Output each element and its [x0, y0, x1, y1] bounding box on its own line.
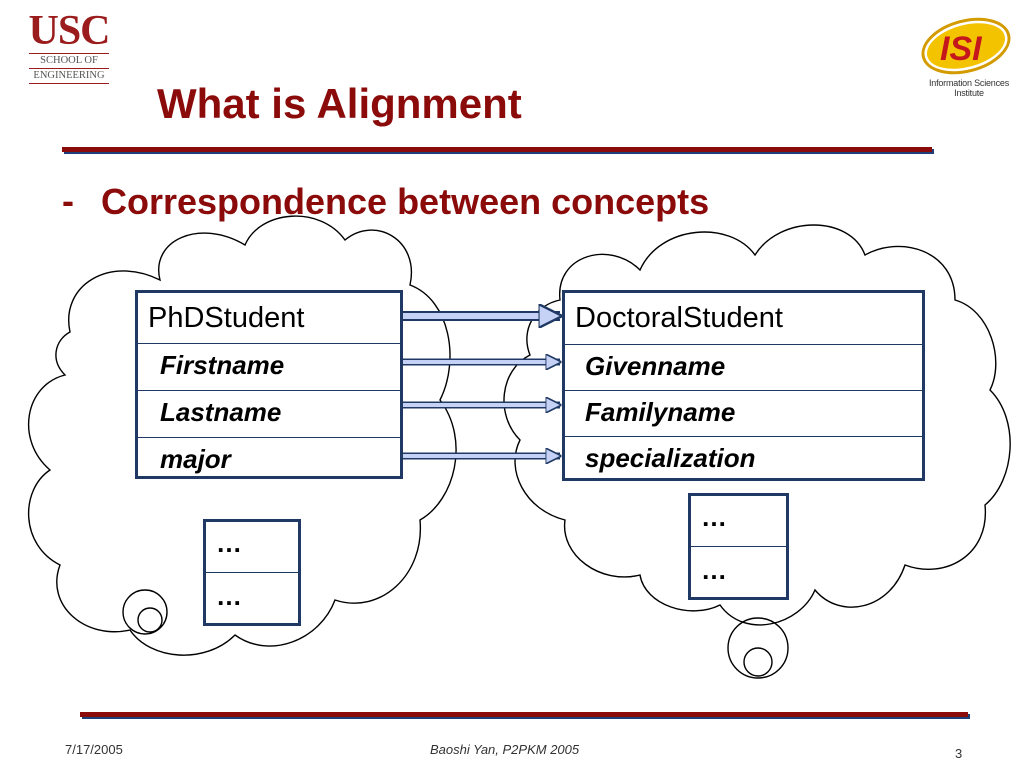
bullet-marker: -	[62, 180, 74, 221]
ellipsis-text: …	[701, 555, 727, 585]
usc-logo-line2: ENGINEERING	[33, 70, 105, 81]
attribute-row: major	[138, 437, 400, 484]
attribute-label: Firstname	[160, 350, 285, 380]
usc-logo-rule	[29, 68, 109, 69]
ellipsis-text: …	[216, 581, 242, 611]
attribute-row: Givenname	[565, 344, 922, 390]
attribute-row: specialization	[565, 436, 922, 482]
table-header-row: PhDStudent	[138, 293, 400, 343]
attribute-label: Givenname	[585, 351, 726, 381]
doctoralstudent-table: DoctoralStudent Givenname Familyname spe…	[562, 290, 925, 481]
attribute-label: specialization	[585, 443, 756, 473]
usc-logo-wordmark: USC	[28, 8, 110, 54]
alignment-arrows	[378, 316, 560, 456]
attribute-label: Lastname	[160, 397, 282, 427]
phdstudent-table: PhDStudent Firstname Lastname major	[135, 290, 403, 479]
slide-title: What is Alignment	[157, 80, 522, 127]
left-more-concepts-box: … …	[203, 519, 301, 626]
ellipsis-row: …	[691, 546, 786, 596]
bullet-text: Correspondence between concepts	[101, 181, 710, 222]
ellipsis-row: …	[206, 522, 298, 572]
ellipsis-text: …	[701, 502, 727, 532]
isi-logo-emblem: ISI	[921, 17, 1011, 75]
footer-divider	[80, 712, 968, 717]
title-divider	[62, 147, 932, 152]
attribute-label: major	[160, 444, 231, 474]
class-name: PhDStudent	[148, 302, 305, 334]
isi-logo-name: Information Sciences Institute	[928, 78, 1010, 98]
ellipsis-text: …	[216, 528, 242, 558]
left-cloud	[27, 215, 457, 656]
usc-logo: USC SCHOOL OF ENGINEERING	[27, 10, 111, 94]
footer-author: Baoshi Yan, P2PKM 2005	[430, 742, 580, 757]
usc-logo-line1: SCHOOL OF	[40, 55, 98, 66]
isi-logo-mark: ISI	[940, 30, 983, 68]
attribute-label: Familyname	[585, 397, 736, 427]
right-more-concepts-box: … …	[688, 493, 789, 600]
page-number: 3	[955, 746, 963, 761]
footer-date: 7/17/2005	[65, 742, 123, 757]
usc-logo-rule	[29, 83, 109, 84]
ellipsis-row: …	[206, 572, 298, 622]
usc-logo-rule	[29, 53, 109, 54]
attribute-row: Lastname	[138, 390, 400, 437]
attribute-row: Firstname	[138, 343, 400, 390]
ellipsis-row: …	[691, 496, 786, 546]
attribute-row: Familyname	[565, 390, 922, 436]
class-name: DoctoralStudent	[575, 302, 783, 334]
right-cloud	[503, 224, 1011, 679]
isi-logo: ISI Information Sciences Institute	[914, 10, 1024, 98]
table-header-row: DoctoralStudent	[565, 293, 922, 344]
